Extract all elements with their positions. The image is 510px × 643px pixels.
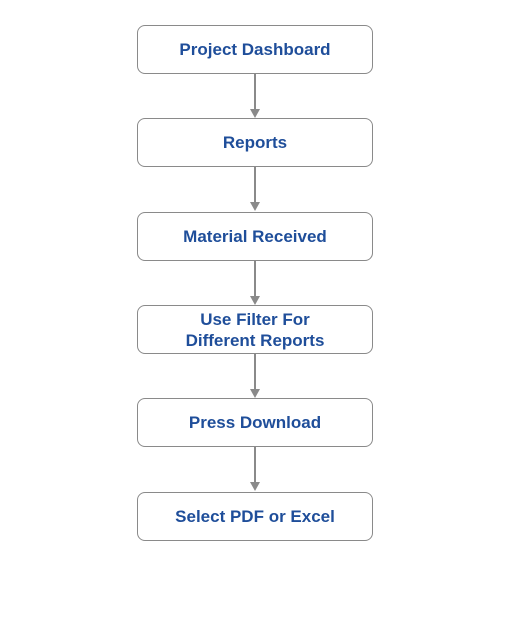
step-use-filter: Use Filter For Different Reports [137, 305, 373, 354]
arrow-down-icon [250, 202, 260, 211]
arrow-down-icon [250, 389, 260, 398]
step-material-received: Material Received [137, 212, 373, 261]
connector-line [254, 74, 256, 110]
step-label: Use Filter For Different Reports [185, 309, 325, 350]
connector-line [254, 447, 256, 483]
step-label: Material Received [183, 227, 327, 246]
step-project-dashboard: Project Dashboard [137, 25, 373, 74]
connector-line [254, 167, 256, 203]
step-label: Select PDF or Excel [175, 507, 335, 526]
step-select-pdf-or-excel: Select PDF or Excel [137, 492, 373, 541]
connector-line [254, 354, 256, 390]
connector-line [254, 261, 256, 297]
arrow-down-icon [250, 482, 260, 491]
arrow-down-icon [250, 296, 260, 305]
step-label: Press Download [188, 413, 322, 432]
step-label: Project Dashboard [179, 40, 331, 59]
arrow-down-icon [250, 109, 260, 118]
step-press-download: Press Download [137, 398, 373, 447]
step-reports: Reports [137, 118, 373, 167]
step-label: Reports [222, 133, 288, 152]
